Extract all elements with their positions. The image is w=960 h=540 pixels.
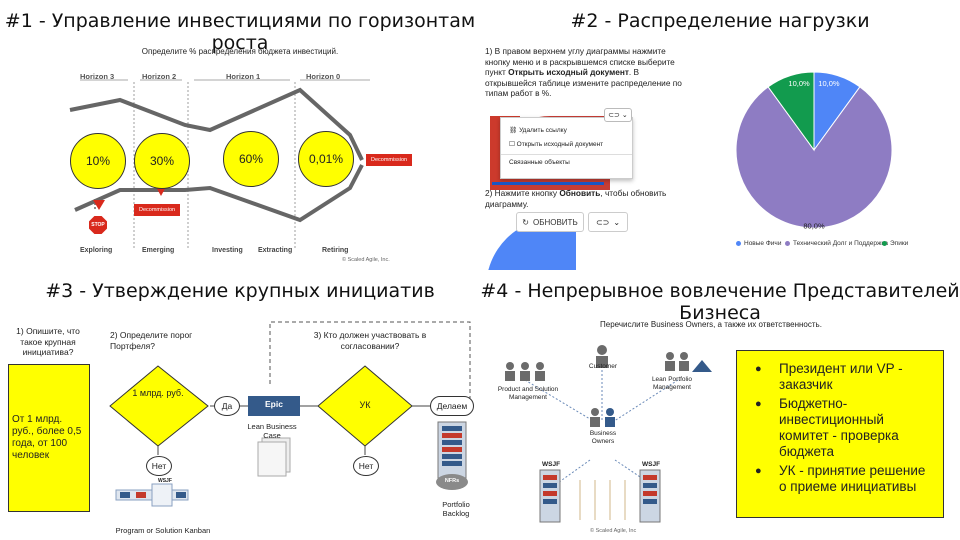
q4-title: #4 - Непрерывное вовлечение Представител… — [480, 280, 960, 324]
pie-slice-2 — [767, 71, 815, 152]
wsjf-label-right: WSJF — [642, 461, 661, 468]
chevron-down-icon: ⌄ — [613, 217, 621, 227]
chart-menu-button[interactable]: ⊂⊃⌄ — [604, 108, 632, 122]
q1-copyright: © Scaled Agile, Inc. — [342, 257, 390, 263]
stage-exploring: Exploring — [80, 247, 113, 254]
q1-title: #1 - Управление инвестициями по горизонт… — [4, 10, 476, 54]
role-product-management: Product and Solution Management — [497, 386, 559, 401]
instr2-tail: , чтобы обновить диаграмму. — [485, 188, 667, 209]
role-customer: Customer — [588, 363, 618, 370]
menu-item-label: Удалить ссылку — [519, 127, 567, 134]
step-3-question: 3) Кто должен участвовать в согласовании… — [313, 330, 427, 351]
workload-pie-chart: 10,0% 80,0% 10,0% — [735, 71, 893, 230]
list-item: Президент или VP - заказчик — [751, 361, 935, 393]
link-icon: ⊂⊃ — [608, 112, 620, 119]
legend-label: Новые Фичи — [744, 240, 782, 247]
horizon-0-percent[interactable]: 0,01% — [298, 131, 354, 187]
context-menu: ⛓ Удалить ссылку ☐ Открыть исходный доку… — [500, 117, 633, 179]
legend-item-1: Технический Долг и Поддержка — [785, 240, 888, 247]
chevron-down-icon: ⌄ — [621, 112, 628, 119]
epic-label: Epic — [265, 399, 283, 409]
q2-instruction-1: 1) В правом верхнем углу диаграммы нажми… — [485, 46, 685, 99]
decommission-tag-right: Decommission — [366, 154, 413, 166]
step-1-question: 1) Опишите, что такое крупная инициатива… — [16, 326, 80, 357]
threshold-diamond-label: 1 млрд. руб. — [132, 388, 184, 398]
menu-item-remove-link[interactable]: ⛓ Удалить ссылку — [509, 127, 567, 134]
q1-subtitle: Определите % распределения бюджета инвес… — [141, 47, 339, 56]
link-menu-button[interactable]: ⊂⊃⌄ — [588, 212, 628, 232]
legend-label: Эпики — [890, 240, 909, 247]
business-owners-diagram — [505, 345, 712, 523]
horizon-0-label: Horizon 0 — [306, 72, 341, 81]
refresh-icon: ↻ — [522, 217, 529, 227]
quadrant-initiatives: #3 - Утверждение крупных инициатив 1) Оп… — [0, 270, 480, 540]
nfrs-label: NFRs — [444, 478, 460, 484]
horizon-1-percent[interactable]: 60% — [223, 131, 279, 187]
quadrant-business-owners: #4 - Непрерывное вовлечение Представител… — [480, 270, 960, 540]
instr2-text: 2) Нажмите кнопку — [485, 188, 560, 198]
no-node-committee: Нет — [353, 456, 379, 476]
business-owners-answer-box[interactable]: Президент или VP - заказчик Бюджетно-инв… — [736, 350, 944, 518]
quadrant-workload: #2 - Распределение нагрузки 1) В правом … — [480, 0, 960, 270]
committee-diamond-label: УК — [359, 400, 371, 410]
pie-label-2: 10,0% — [788, 79, 810, 88]
menu-item-related[interactable]: Связанные объекты — [501, 154, 632, 166]
link-icon: ⊂⊃ — [595, 217, 610, 227]
refresh-button[interactable]: ↻ ОБНОВИТЬ — [516, 212, 584, 232]
legend-swatch — [882, 241, 887, 246]
stop-sign-icon: STOP — [89, 216, 107, 234]
approval-flow-diagram — [109, 321, 471, 507]
do-node: Делаем — [430, 396, 474, 416]
list-item: УК - принятие решение о приеме инициатив… — [751, 463, 935, 495]
horizon-2-percent[interactable]: 30% — [134, 133, 190, 189]
menu-item-label: Связанные объекты — [509, 159, 570, 166]
instr1-bold: Открыть исходный документ — [508, 67, 629, 77]
stage-emerging: Emerging — [142, 247, 175, 254]
list-item: Бюджетно-инвестиционный комитет - провер… — [751, 396, 935, 460]
kanban-label: Program or Solution Kanban — [115, 526, 211, 535]
q3-title: #3 - Утверждение крупных инициатив — [45, 280, 435, 302]
q2-title: #2 - Распределение нагрузки — [570, 10, 870, 32]
pie-label-0: 10,0% — [818, 79, 840, 88]
lean-business-case-label: Lean Business Case — [247, 422, 297, 440]
portfolio-backlog-label: Portfolio Backlog — [442, 500, 470, 518]
instr2-bold: Обновить — [559, 188, 601, 198]
initiative-definition-box[interactable]: От 1 млрд. руб., более 0,5 года, от 100 … — [8, 364, 90, 512]
wsjf-label-left: WSJF — [542, 461, 561, 468]
pie-slice-1 — [735, 86, 893, 229]
chart-fragment-blue-bar — [492, 182, 604, 185]
menu-item-label: Открыть исходный документ — [516, 141, 604, 148]
horizon-2-label: Horizon 2 — [142, 72, 177, 81]
no-node-threshold: Нет — [146, 456, 172, 476]
yes-node: Да — [214, 396, 240, 416]
legend-item-2: Эпики — [882, 240, 908, 247]
pie-label-1: 80,0% — [803, 221, 825, 230]
kanban-wsjf-label: WSJF — [158, 478, 172, 484]
q2-instruction-2: 2) Нажмите кнопку Обновить, чтобы обнови… — [485, 188, 685, 209]
instr1-text: 1) В правом верхнем углу диаграммы нажми… — [485, 46, 675, 77]
legend-swatch — [785, 241, 790, 246]
refresh-label: ОБНОВИТЬ — [533, 217, 578, 227]
stage-investing: Investing — [212, 247, 243, 254]
stage-extracting: Extracting — [258, 247, 293, 254]
horizon-3-percent[interactable]: 10% — [70, 133, 126, 189]
stage-retiring: Retiring — [322, 247, 349, 254]
q4-copyright: © Scaled Agile, Inc — [590, 528, 637, 534]
instr1-tail: . В открывшейся таблице измените распред… — [485, 67, 682, 98]
legend-swatch — [736, 241, 741, 246]
q4-subtitle: Перечислите Business Owners, а также их … — [600, 320, 822, 329]
horizon-1-label: Horizon 1 — [226, 72, 261, 81]
role-lean-portfolio-management: Lean Portfolio Management — [651, 376, 693, 391]
legend-label: Технический Долг и Поддержка — [793, 240, 888, 247]
horizon-3-label: Horizon 3 — [80, 72, 115, 81]
legend-item-0: Новые Фичи — [736, 240, 781, 247]
business-owners-list: Президент или VP - заказчик Бюджетно-инв… — [737, 351, 943, 495]
quadrant-horizons: #1 - Управление инвестициями по горизонт… — [0, 0, 480, 270]
role-business-owners: Business Owners — [589, 430, 617, 445]
step-2-question: 2) Определите порог Портфеля? — [110, 330, 193, 351]
menu-item-open-source[interactable]: ☐ Открыть исходный документ — [509, 141, 604, 148]
decommission-tag-left: Decommission — [134, 204, 181, 216]
